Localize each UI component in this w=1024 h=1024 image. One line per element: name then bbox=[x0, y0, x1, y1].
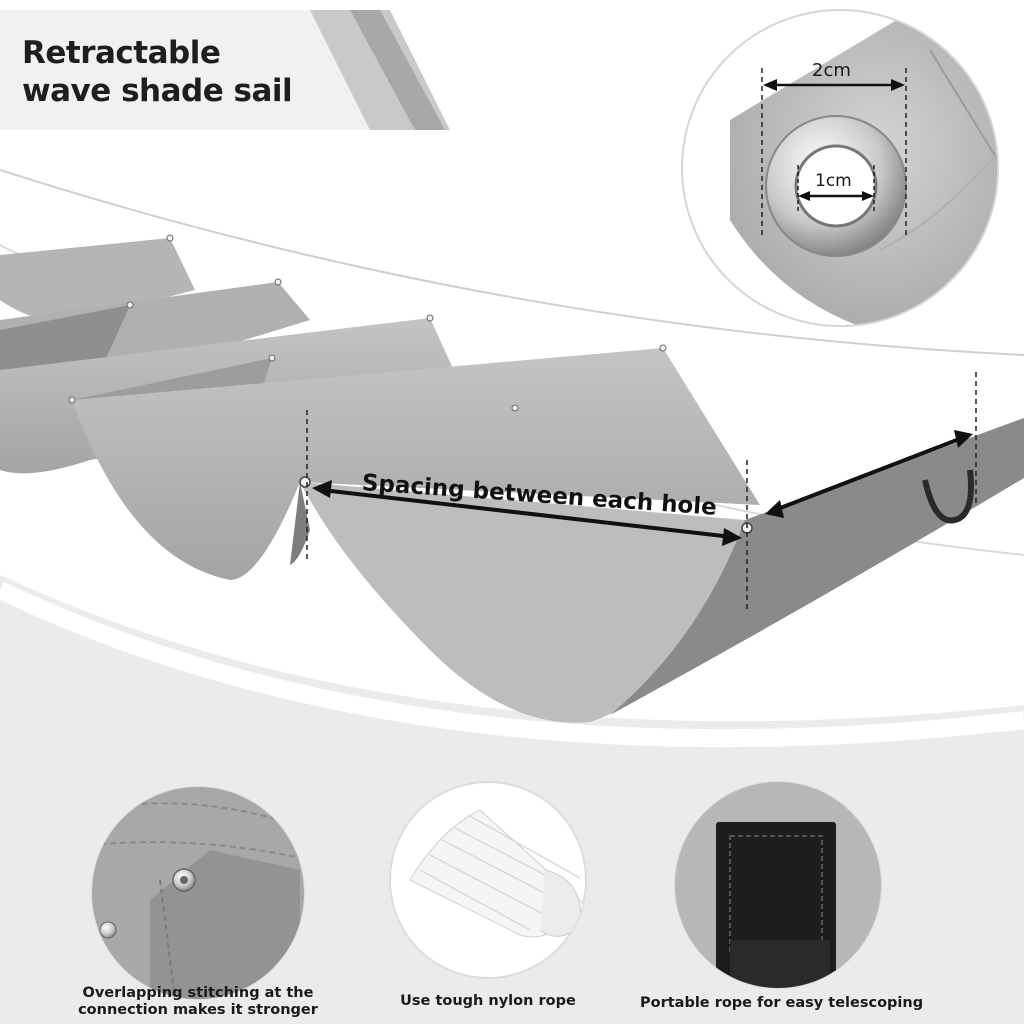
velcro-strap-photo bbox=[674, 781, 882, 989]
feature-caption-velcro: Portable rope for easy telescoping bbox=[640, 995, 924, 1012]
support-wire-top bbox=[0, 169, 1024, 356]
caption-line: Portable rope for easy telescoping bbox=[640, 995, 924, 1011]
white-swoosh bbox=[0, 581, 1024, 748]
product-title-line2: wave shade sail bbox=[22, 73, 293, 109]
stitching-closeup-photo bbox=[91, 786, 305, 1000]
shade-sail-panels bbox=[0, 238, 1024, 723]
inner-diameter-label: 1cm bbox=[815, 171, 852, 191]
caption-line: Overlapping stitching at the bbox=[82, 985, 314, 1001]
nylon-rope-photo bbox=[389, 781, 587, 979]
spacing-dimension bbox=[306, 372, 977, 610]
outer-diameter-label: 2cm bbox=[812, 60, 851, 81]
grommet-detail-closeup bbox=[681, 9, 999, 327]
feature-caption-stitching: Overlapping stitching at the connection … bbox=[68, 985, 328, 1019]
title-ribbon-stripe-dark bbox=[350, 10, 445, 130]
product-title-line1: Retractable bbox=[22, 35, 221, 71]
caption-line: connection makes it stronger bbox=[78, 1002, 318, 1018]
caption-line: Use tough nylon rope bbox=[400, 993, 576, 1009]
feature-caption-rope: Use tough nylon rope bbox=[388, 993, 588, 1010]
